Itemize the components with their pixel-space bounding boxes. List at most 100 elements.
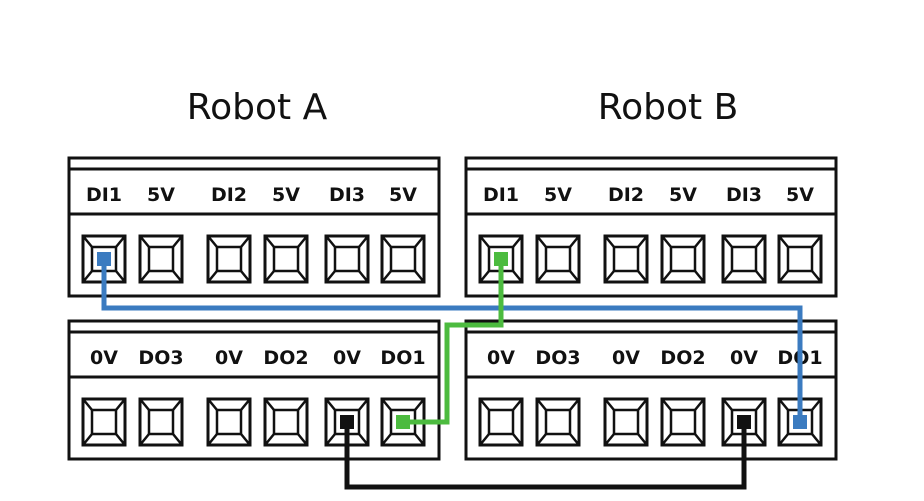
terminal-bevel xyxy=(479,270,490,283)
terminal-bevel xyxy=(778,270,789,283)
terminal-bevel xyxy=(637,398,648,411)
terminal-bevel xyxy=(358,433,369,446)
terminal-bevel xyxy=(811,398,822,411)
green-wire-endpoint xyxy=(494,252,508,266)
terminal-bevel xyxy=(381,270,392,283)
terminal-bevel xyxy=(297,398,308,411)
terminal-inner xyxy=(786,245,814,273)
pin-label: DI2 xyxy=(608,184,644,206)
terminal-bevel xyxy=(536,235,547,248)
screw-terminal[interactable] xyxy=(138,397,184,447)
pin-label: DI2 xyxy=(211,184,247,206)
terminal-inner xyxy=(544,408,572,436)
terminal-inner xyxy=(487,408,515,436)
blue-wire-endpoint xyxy=(97,252,111,266)
green-wire xyxy=(396,252,508,429)
terminal-bevel xyxy=(414,270,425,283)
terminal-bevel xyxy=(778,433,789,446)
terminal-bevel xyxy=(414,433,425,446)
screw-terminal[interactable] xyxy=(660,234,706,284)
terminal-bevel xyxy=(755,398,766,411)
pin-label: DI3 xyxy=(726,184,762,206)
terminal-bevel xyxy=(604,398,615,411)
block-frame xyxy=(464,319,838,461)
terminal-bevel xyxy=(722,270,733,283)
terminal-bevel xyxy=(694,398,705,411)
screw-terminal[interactable] xyxy=(206,234,252,284)
wires xyxy=(97,252,807,490)
robot-b-title: Robot B xyxy=(598,87,739,128)
screw-terminal[interactable] xyxy=(660,397,706,447)
terminal-inner xyxy=(215,408,243,436)
terminal-bevel xyxy=(82,235,93,248)
black-wire xyxy=(340,415,751,490)
pin-label: DO2 xyxy=(660,347,705,369)
terminal-bevel xyxy=(811,270,822,283)
block-frame xyxy=(67,319,441,461)
terminal-bevel xyxy=(536,398,547,411)
pin-label: 0V xyxy=(487,347,515,369)
black-wire-path xyxy=(344,422,747,490)
terminal-bevel xyxy=(207,235,218,248)
screw-terminal[interactable] xyxy=(206,397,252,447)
pin-label: 0V xyxy=(90,347,118,369)
terminal-bevel xyxy=(172,433,183,446)
terminal-bevel xyxy=(755,235,766,248)
screw-terminal[interactable] xyxy=(535,234,581,284)
screw-terminal[interactable] xyxy=(380,234,426,284)
terminal-bevel xyxy=(604,270,615,283)
screw-terminal[interactable] xyxy=(478,397,524,447)
screw-terminal[interactable] xyxy=(721,234,767,284)
terminal-bevel xyxy=(569,433,580,446)
screw-terminal[interactable] xyxy=(138,234,184,284)
terminal-inner xyxy=(272,408,300,436)
terminal-bevel xyxy=(325,398,336,411)
terminal-bevel xyxy=(755,433,766,446)
screw-terminal[interactable] xyxy=(324,234,370,284)
terminal-bevel xyxy=(722,235,733,248)
screw-terminal[interactable] xyxy=(263,397,309,447)
terminal-bevel xyxy=(694,270,705,283)
terminal-bevel xyxy=(325,270,336,283)
terminal-bevel xyxy=(569,235,580,248)
terminal-bevel xyxy=(604,235,615,248)
pin-label: DO1 xyxy=(380,347,425,369)
terminal-bevel xyxy=(297,270,308,283)
terminal-bevel xyxy=(240,398,251,411)
terminal-bevel xyxy=(414,398,425,411)
screw-terminal[interactable] xyxy=(535,397,581,447)
screw-terminal[interactable] xyxy=(263,234,309,284)
robot-a-title: Robot A xyxy=(187,87,328,128)
terminal-inner xyxy=(544,245,572,273)
terminal-bevel xyxy=(661,433,672,446)
terminal-bevel xyxy=(139,398,150,411)
block-frame xyxy=(67,156,441,298)
terminal-bevel xyxy=(811,433,822,446)
blue-wire xyxy=(97,252,807,429)
pin-label: 5V xyxy=(669,184,697,206)
terminal-bevel xyxy=(172,398,183,411)
screw-terminal[interactable] xyxy=(777,234,823,284)
screw-terminal[interactable] xyxy=(603,397,649,447)
screw-terminal[interactable] xyxy=(81,397,127,447)
pin-label: 5V xyxy=(272,184,300,206)
black-wire-endpoint xyxy=(340,415,354,429)
terminal-bevel xyxy=(82,270,93,283)
terminal-bevel xyxy=(264,270,275,283)
terminal-bevel xyxy=(172,270,183,283)
terminal-bevel xyxy=(778,235,789,248)
terminal-bevel xyxy=(604,433,615,446)
terminal-bevel xyxy=(325,235,336,248)
pin-label: 5V xyxy=(786,184,814,206)
terminal-inner xyxy=(215,245,243,273)
screw-terminal[interactable] xyxy=(603,234,649,284)
terminal-bevel xyxy=(264,235,275,248)
terminal-bevel xyxy=(139,433,150,446)
terminal-bevel xyxy=(240,270,251,283)
terminal-bevel xyxy=(207,270,218,283)
terminal-bevel xyxy=(297,235,308,248)
